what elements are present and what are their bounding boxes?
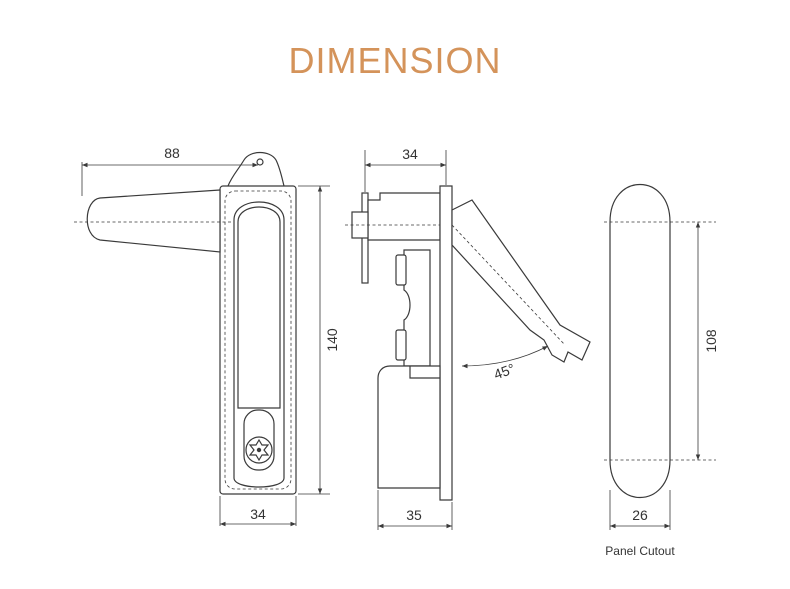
dim-side-depth-top: 34 [402,146,418,162]
side-view: 45° 34 35 [345,146,591,530]
lug-hole [256,158,264,166]
dim-handle-length: 88 [164,145,180,161]
dim-front-height: 140 [324,328,340,352]
panel-cutout-view: 108 26 Panel Cutout [604,184,719,558]
lock-housing [377,365,441,489]
cutout-outline [609,184,671,498]
handle-lever [86,189,221,253]
nut [351,211,369,239]
dim-front-width: 34 [250,506,266,522]
dim-side-depth-bottom: 35 [406,507,422,523]
dim-cutout-width: 26 [632,507,648,523]
mounting-lug [227,151,285,187]
opened-handle [451,199,591,363]
handle-grip [237,206,281,409]
page-title: DIMENSION [288,40,502,81]
flange [439,185,453,501]
front-body [219,185,297,495]
front-view: 88 140 34 [74,145,340,527]
cutout-caption: Panel Cutout [605,544,675,558]
dim-open-angle: 45° [492,360,517,382]
star-key-icon [248,438,270,462]
dim-cutout-height: 108 [703,329,719,353]
lock-cylinder [245,436,273,464]
side-body [403,249,431,367]
